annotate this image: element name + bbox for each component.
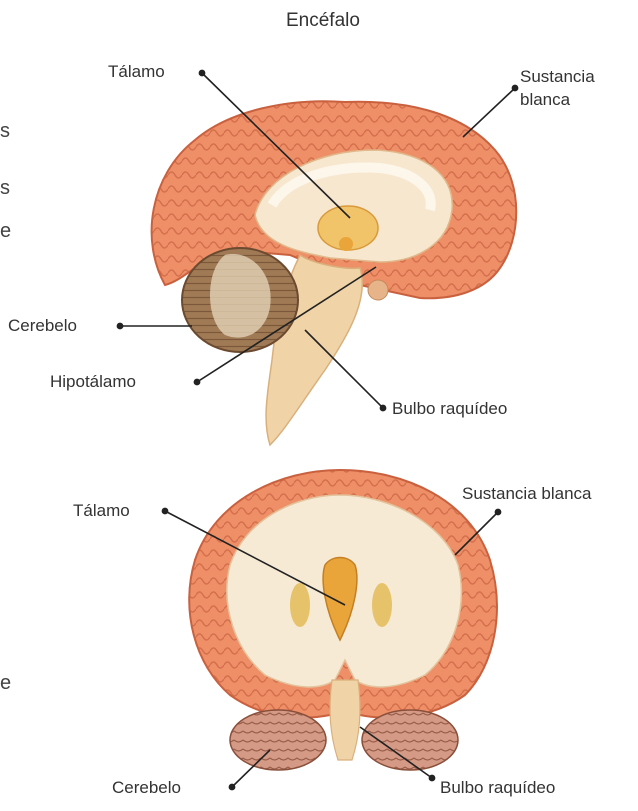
coronal-brainstem [330, 680, 360, 760]
label-white-matter-sagittal-line1: Sustancia [520, 66, 595, 87]
label-hypothalamus: Hipotálamo [50, 372, 136, 392]
label-white-matter-sagittal-line2: blanca [520, 89, 570, 110]
diagram-title: Encéfalo [286, 10, 360, 32]
label-cerebellum-coronal: Cerebelo [112, 778, 181, 798]
label-thalamus-coronal: Tálamo [73, 501, 130, 521]
label-medulla-sagittal: Bulbo raquídeo [392, 399, 507, 419]
sagittal-brain [152, 101, 517, 445]
label-white-matter-coronal: Sustancia blanca [462, 484, 591, 504]
label-thalamus-sagittal: Tálamo [108, 62, 165, 82]
label-cerebellum-sagittal: Cerebelo [8, 316, 77, 336]
label-medulla-coronal: Bulbo raquídeo [440, 778, 555, 798]
leader-white-matter-top [463, 88, 515, 137]
coronal-brain [189, 470, 497, 770]
